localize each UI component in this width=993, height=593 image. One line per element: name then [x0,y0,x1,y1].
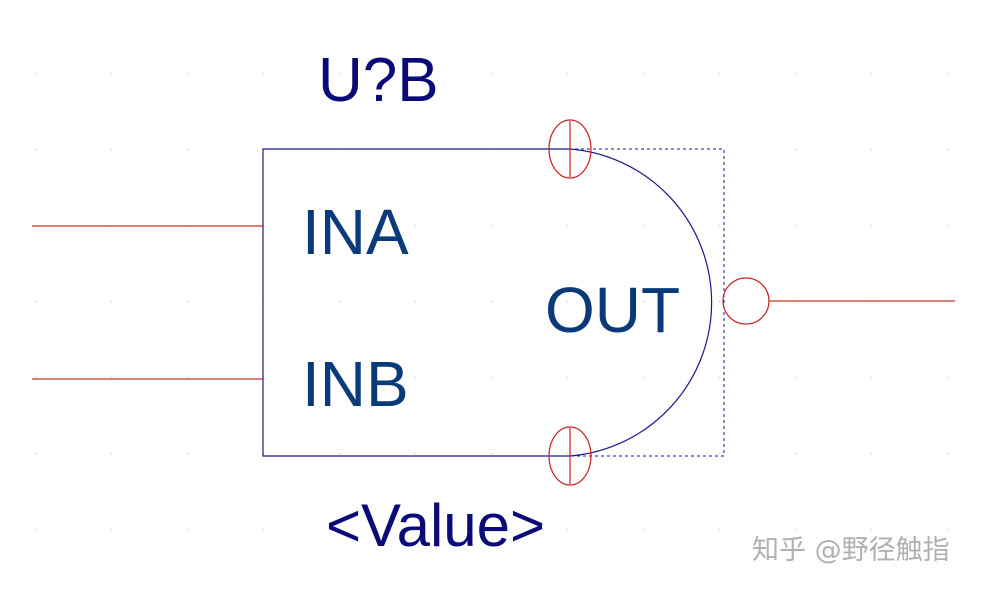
grid-dot [35,377,37,379]
grid-dot [339,73,341,75]
grid-dot [491,301,493,303]
grid-dot [415,301,417,303]
grid-dot [643,453,645,455]
grid-dot [491,225,493,227]
grid-dot [567,225,569,227]
grid-dot [567,73,569,75]
grid-dot [643,73,645,75]
grid-dot [567,453,569,455]
grid-dot [35,529,37,531]
grid-dot [415,529,417,531]
grid-dot [339,225,341,227]
grid-dot [567,529,569,531]
grid-dot [111,73,113,75]
top-arc-junction-marker [548,119,592,179]
grid-dot [871,453,873,455]
grid-dot [263,73,265,75]
grid-dot [35,149,37,151]
grid-dot [947,73,949,75]
grid-dot [35,301,37,303]
pin-label-ina: INA [302,196,409,268]
grid-dot [871,73,873,75]
grid-dot [339,453,341,455]
grid-dot [187,73,189,75]
grid-dot [187,301,189,303]
grid-dot [871,225,873,227]
grid-dot [111,377,113,379]
grid-dot [111,149,113,151]
grid-dot [719,453,721,455]
grid-dot [111,529,113,531]
grid-dot [947,149,949,151]
grid-dot [263,529,265,531]
bottom-arc-junction-marker [548,426,592,486]
part-reference-label: U?B [318,46,439,115]
grid-dot [719,301,721,303]
grid-dot [795,149,797,151]
grid-dot [339,529,341,531]
grid-dot [947,225,949,227]
grid-dot [795,73,797,75]
grid-dot [111,301,113,303]
grid-dot [795,377,797,379]
grid-dot [491,529,493,531]
grid-dot [187,529,189,531]
grid-dot [35,453,37,455]
pin-label-out: OUT [545,274,681,346]
grid-dot [719,225,721,227]
output-inversion-bubble[interactable] [722,277,770,325]
grid-dot [567,377,569,379]
watermark-text: 知乎 @野径触指 [752,535,950,566]
grid-dot [719,529,721,531]
grid-dot [947,377,949,379]
grid-dot [339,301,341,303]
grid-dot [187,377,189,379]
grid-dot [491,73,493,75]
grid-dot [643,301,645,303]
grid-dot [415,377,417,379]
grid-dot [871,149,873,151]
grid-dot [719,149,721,151]
grid-dot [643,529,645,531]
grid-dot [339,377,341,379]
grid-dot [643,149,645,151]
grid-dot [871,529,873,531]
grid-dot [871,377,873,379]
grid-dot [415,73,417,75]
grid-dot [643,225,645,227]
pin-label-inb: INB [302,348,409,420]
grid-dot [187,149,189,151]
grid-dot [795,225,797,227]
gate-body-outline[interactable] [262,148,713,457]
grid-dot [795,529,797,531]
grid-dot [947,529,949,531]
grid-dot [35,73,37,75]
grid-dot [643,377,645,379]
grid-dot [719,73,721,75]
grid-dot [491,377,493,379]
grid-dot [719,377,721,379]
grid-dot [415,453,417,455]
grid-dot [415,225,417,227]
part-value-label: <Value> [326,492,546,559]
grid-dot [491,453,493,455]
grid-dot [567,301,569,303]
grid-dot [795,453,797,455]
grid-dot [187,453,189,455]
grid-dot [947,453,949,455]
grid-dot [111,453,113,455]
